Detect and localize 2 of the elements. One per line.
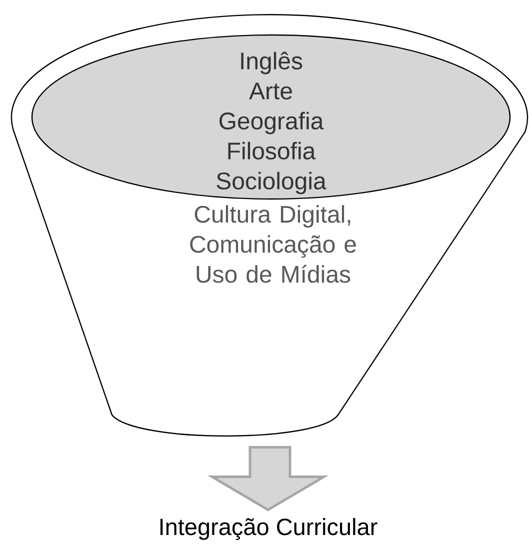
block-arrow <box>207 446 329 512</box>
result-text: Integração Curricular <box>160 518 378 540</box>
